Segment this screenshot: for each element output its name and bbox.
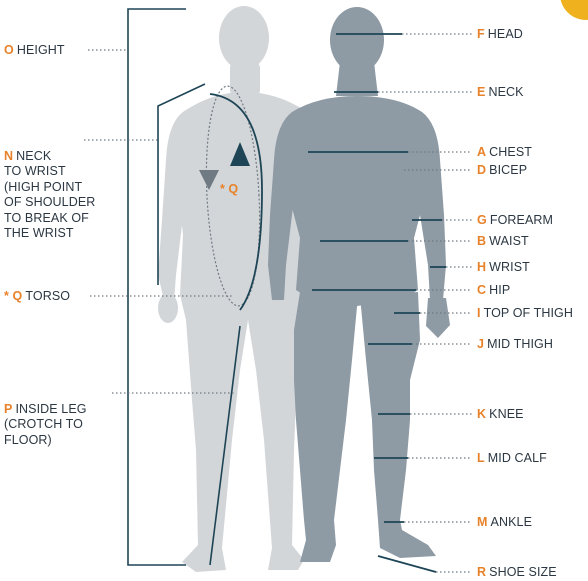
label-bicep-text: BICEP xyxy=(489,163,527,177)
corner-badge-icon xyxy=(560,0,588,20)
label-knee-code: K xyxy=(477,407,486,421)
label-hip-code: C xyxy=(477,283,486,297)
label-mid-thigh-code: J xyxy=(477,337,484,351)
label-height-code: O xyxy=(4,43,14,57)
label-shoe-size-code: R xyxy=(477,565,486,579)
label-wrist-code: H xyxy=(477,260,486,274)
label-inside-leg-code: P xyxy=(4,402,12,416)
label-chest-code: A xyxy=(477,145,486,159)
label-top-of-thigh-text: TOP OF THIGH xyxy=(484,306,573,320)
label-forearm-code: G xyxy=(477,213,487,227)
label-torso-text: TORSO xyxy=(25,289,70,303)
label-head-code: F xyxy=(477,27,485,41)
label-height-text: HEIGHT xyxy=(17,43,65,57)
label-chest-text: CHEST xyxy=(489,145,532,159)
label-mid-calf-text: MID CALF xyxy=(488,451,547,465)
label-mid-calf-code: L xyxy=(477,451,485,465)
label-neck-text: NECK xyxy=(488,85,523,99)
label-neck-code: E xyxy=(477,85,485,99)
label-wrist-text: WRIST xyxy=(489,260,530,274)
label-hip-text: HIP xyxy=(489,283,510,297)
height-bracket xyxy=(128,9,186,565)
label-torso-code: * Q xyxy=(4,289,22,303)
label-inside-leg-text: INSIDE LEG (CROTCH TO FLOOR) xyxy=(4,402,87,447)
label-head-text: HEAD xyxy=(488,27,523,41)
label-bicep-code: D xyxy=(477,163,486,177)
label-waist-code: B xyxy=(477,234,486,248)
label-forearm-text: FOREARM xyxy=(490,213,553,227)
label-knee-text: KNEE xyxy=(489,407,523,421)
label-ankle-code: M xyxy=(477,515,488,529)
label-ankle-text: ANKLE xyxy=(491,515,533,529)
label-neck-to-wrist-code: N xyxy=(4,149,13,163)
label-waist-text: WAIST xyxy=(489,234,529,248)
torso-q-marker: * Q xyxy=(220,182,238,196)
label-top-of-thigh-code: I xyxy=(477,306,481,320)
label-mid-thigh-text: MID THIGH xyxy=(487,337,553,351)
label-shoe-size-text: SHOE SIZE xyxy=(489,565,557,579)
label-neck-to-wrist-text: NECK TO WRIST (HIGH POINT OF SHOULDER TO… xyxy=(4,149,95,241)
